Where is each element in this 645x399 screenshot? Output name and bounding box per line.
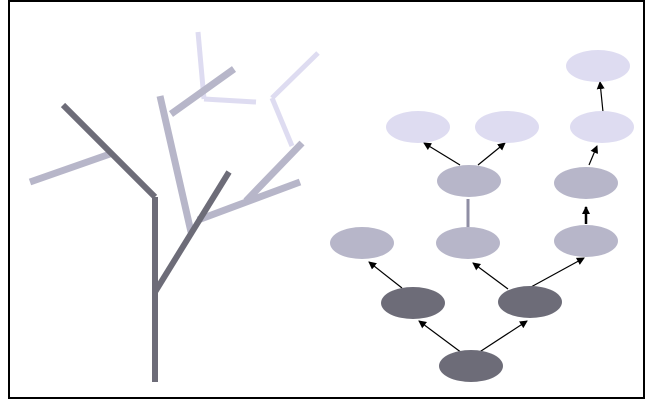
branch-dark-right (152, 170, 232, 294)
edge-l3left-l4b (477, 142, 506, 166)
node-l2-left (330, 227, 394, 259)
node-tree-edges (368, 81, 605, 354)
edge-l4c-l5 (596, 81, 605, 113)
branch-mid-center (156, 95, 195, 233)
branch-light-2 (203, 96, 257, 105)
edge-l1left-l2left (368, 261, 403, 289)
branch-mid-left (28, 150, 112, 186)
node-l5 (566, 50, 630, 82)
edge-l3right-l4c (588, 145, 598, 166)
node-root (439, 350, 503, 382)
node-l1-left (381, 287, 445, 319)
tree-branches-dark (60, 102, 232, 382)
node-l2-right (554, 225, 618, 257)
figure-frame (8, 0, 645, 399)
edge-l3left-l4a (423, 142, 461, 166)
edge-l1right-l2right (530, 257, 585, 288)
tree-branches-mid (28, 66, 305, 233)
node-l3-right (554, 167, 618, 199)
node-l1-right (498, 286, 562, 318)
branch-mid-center-up (168, 66, 237, 117)
node-l4-a (386, 111, 450, 143)
branch-dark-left (60, 102, 158, 200)
branch-light-3 (270, 51, 320, 100)
branch-mid-right-up (243, 140, 305, 204)
node-tree-nodes (330, 50, 634, 382)
node-l4-c (570, 111, 634, 143)
branching-tree (28, 31, 320, 382)
diagram-canvas (28, 31, 634, 382)
edge-root-left (418, 320, 463, 354)
node-l4-b (475, 111, 539, 143)
tree-branches-light (195, 31, 320, 147)
branch-light-4 (269, 97, 295, 147)
node-l3-left (437, 165, 501, 197)
node-l2-center (436, 227, 500, 259)
edge-root-right (477, 320, 528, 354)
edge-l1right-l2center (472, 262, 509, 290)
